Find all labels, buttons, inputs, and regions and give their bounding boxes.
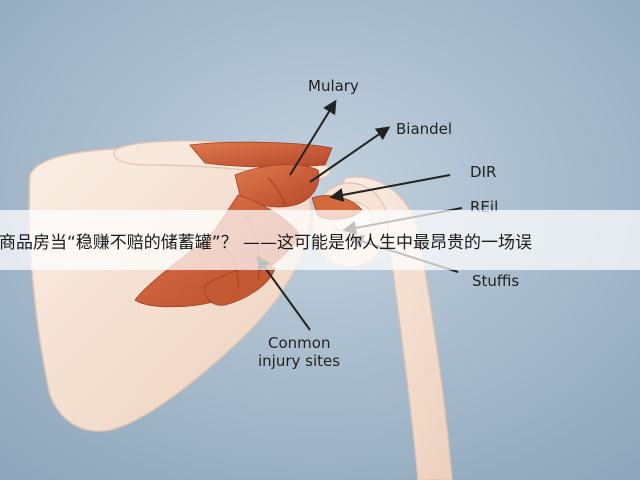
supraspinatus-muscle	[189, 141, 333, 168]
arrow-mulary	[289, 99, 337, 176]
arrow-biandel	[309, 126, 391, 183]
arrow-dir	[329, 174, 451, 202]
label-common-line1: Conmon	[268, 334, 330, 352]
muscle-stripe	[267, 177, 286, 206]
label-mulary: Mulary	[308, 77, 359, 95]
label-dir: DIR	[470, 163, 496, 181]
overlay-banner: 把商品房当“稳赚不赔的储蓄罐”？ ——这可能是你人生中最昂贵的一场误	[0, 210, 640, 270]
label-common-line2: injury sites	[258, 352, 340, 370]
label-stuffis: Stuffis	[472, 272, 519, 290]
banner-text: 把商品房当“稳赚不赔的储蓄罐”？ ——这可能是你人生中最昂贵的一场误	[0, 232, 533, 253]
arrow-common-injury	[256, 255, 311, 331]
label-biandel: Biandel	[396, 120, 452, 138]
